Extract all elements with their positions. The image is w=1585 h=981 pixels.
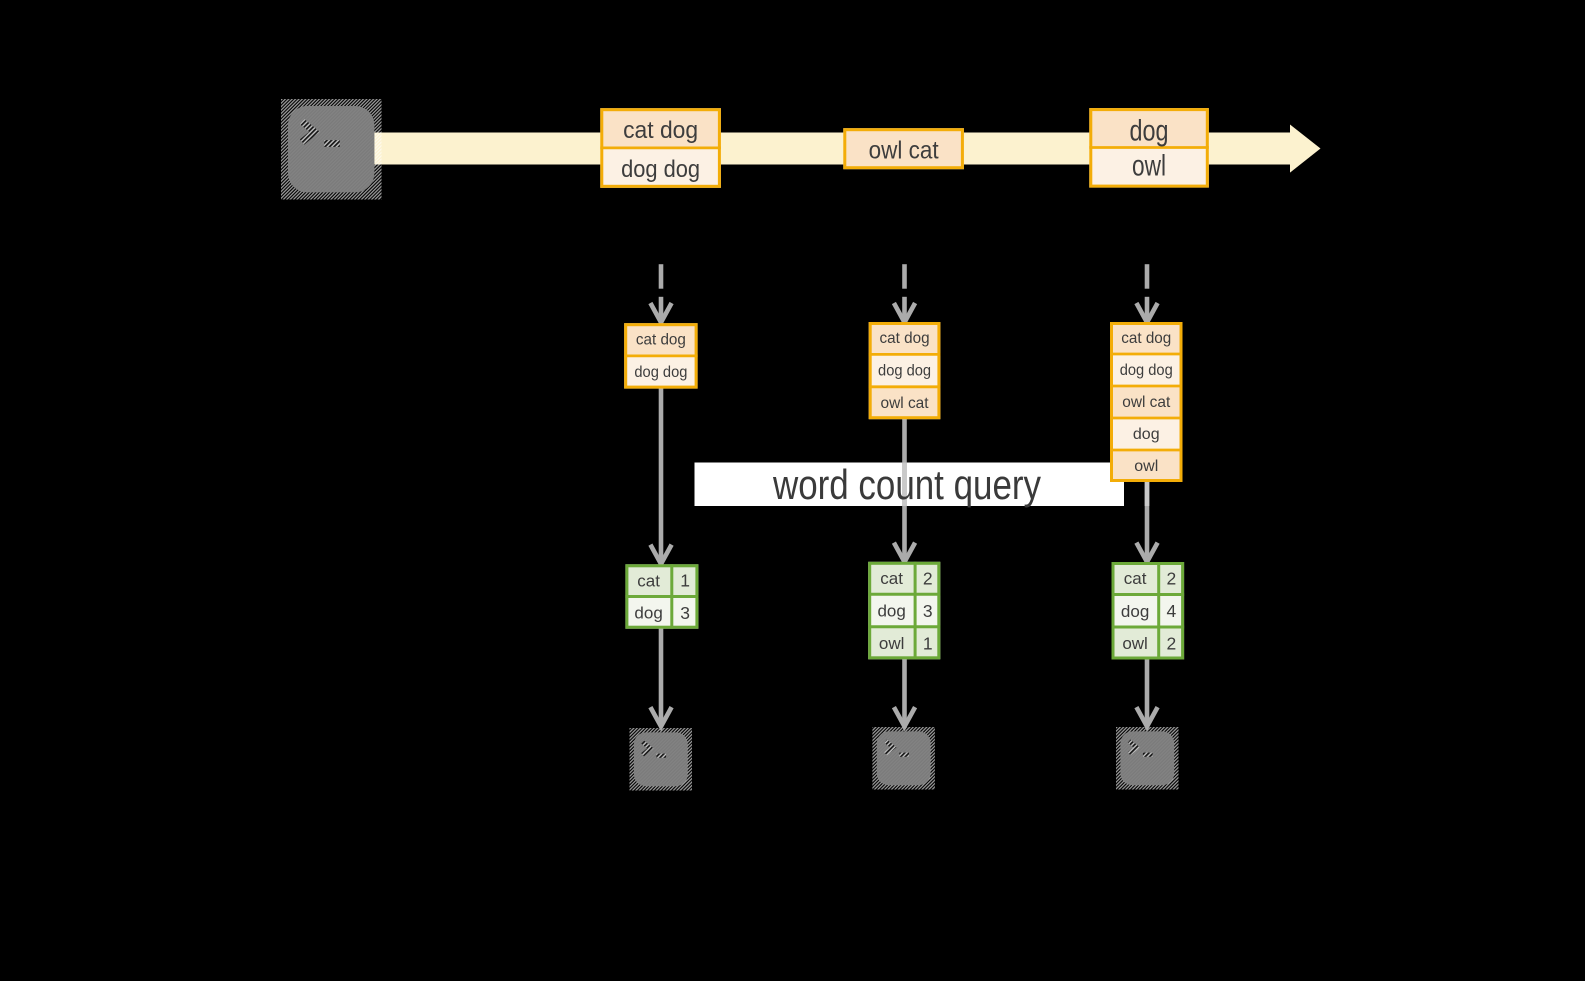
svg-text:owl: owl	[1122, 634, 1148, 653]
svg-text:owl cat: owl cat	[1122, 394, 1171, 411]
svg-text:dog dog: dog dog	[878, 363, 931, 380]
svg-text:cat: cat	[1124, 569, 1147, 588]
svg-text:1: 1	[680, 571, 690, 591]
svg-text:owl: owl	[879, 634, 905, 653]
svg-text:cat dog: cat dog	[636, 331, 686, 348]
svg-text:cat dog: cat dog	[1121, 330, 1171, 347]
svg-text:owl: owl	[1132, 149, 1166, 182]
svg-text:dog dog: dog dog	[1120, 362, 1173, 379]
svg-text:dog: dog	[634, 604, 662, 623]
svg-text:4: 4	[1167, 601, 1177, 621]
svg-text:cat: cat	[880, 569, 903, 588]
svg-text:cat: cat	[637, 571, 660, 590]
svg-text:dog dog: dog dog	[621, 156, 700, 183]
svg-text:2: 2	[1167, 569, 1177, 589]
svg-text:2: 2	[1167, 634, 1177, 654]
svg-text:1: 1	[923, 633, 933, 653]
svg-text:dog: dog	[1121, 602, 1149, 621]
svg-text:owl: owl	[1134, 458, 1158, 475]
svg-text:dog: dog	[1133, 426, 1160, 443]
svg-text:cat dog: cat dog	[623, 117, 698, 144]
svg-text:dog dog: dog dog	[634, 364, 687, 381]
svg-text:word count query: word count query	[772, 461, 1041, 508]
svg-text:2: 2	[923, 568, 933, 588]
svg-text:3: 3	[680, 603, 690, 623]
svg-text:dog: dog	[1130, 115, 1169, 148]
svg-text:owl cat: owl cat	[881, 395, 930, 412]
svg-text:cat dog: cat dog	[880, 330, 930, 347]
svg-text:3: 3	[923, 601, 933, 621]
svg-text:owl cat: owl cat	[869, 136, 939, 164]
svg-text:dog: dog	[877, 602, 905, 621]
